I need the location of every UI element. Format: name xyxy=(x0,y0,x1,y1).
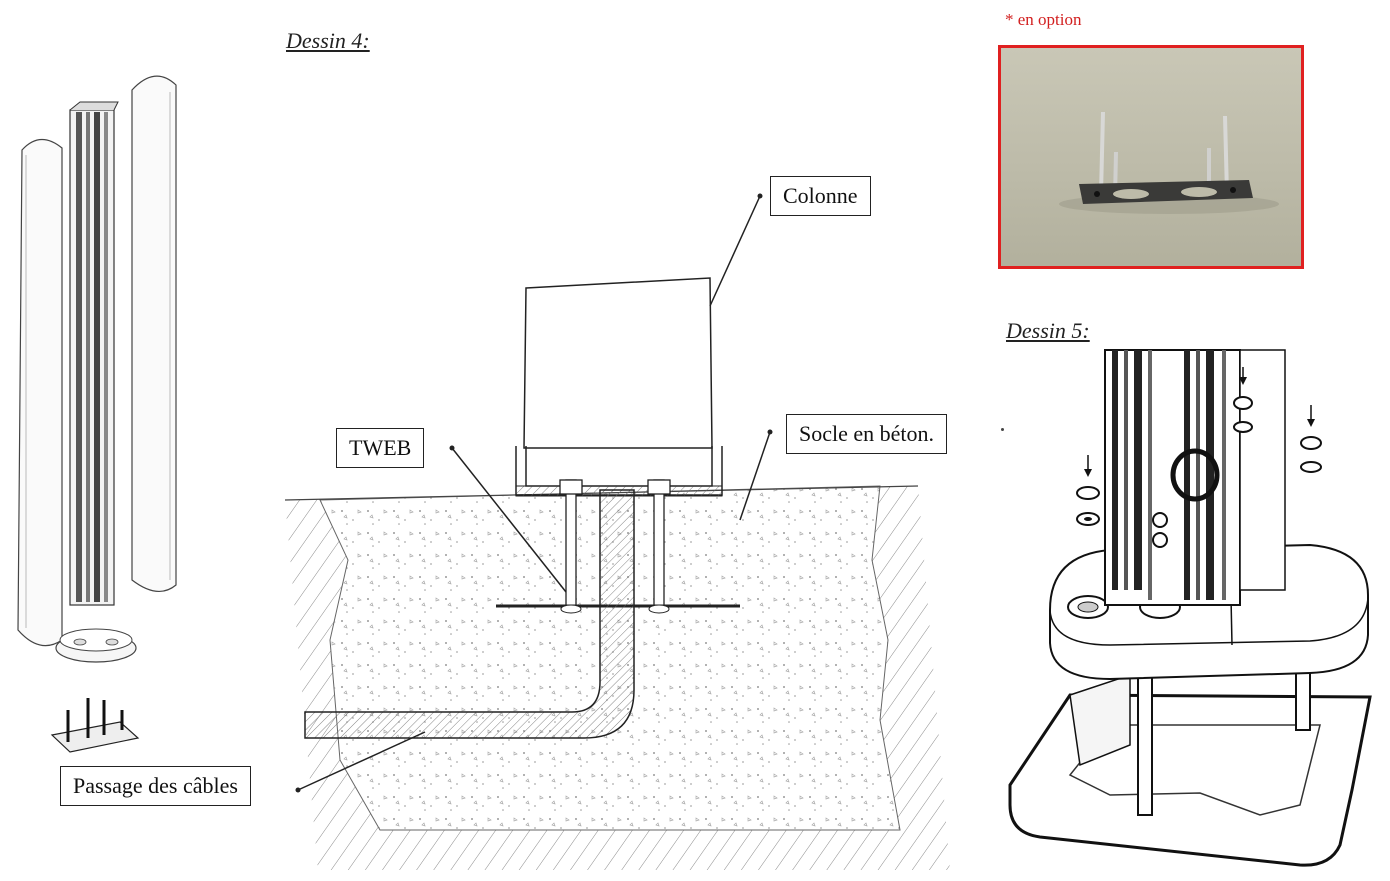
option-note: * en option xyxy=(1005,10,1082,29)
dessin4-title: Dessin 4: xyxy=(286,28,370,53)
dessin5-base-assembly xyxy=(1000,345,1385,875)
callout-socle: Socle en béton. xyxy=(786,414,948,454)
dessin4-cross-section xyxy=(284,193,950,870)
dessin5-title: Dessin 5: xyxy=(1006,318,1090,343)
callout-passage: Passage des câbles xyxy=(60,766,251,806)
callout-tweb: TWEB xyxy=(336,428,425,468)
speck xyxy=(1001,428,1004,431)
column-exploded-illustration xyxy=(0,0,200,780)
callout-colonne: Colonne xyxy=(770,176,871,216)
anchor-plate-photo xyxy=(998,45,1304,269)
